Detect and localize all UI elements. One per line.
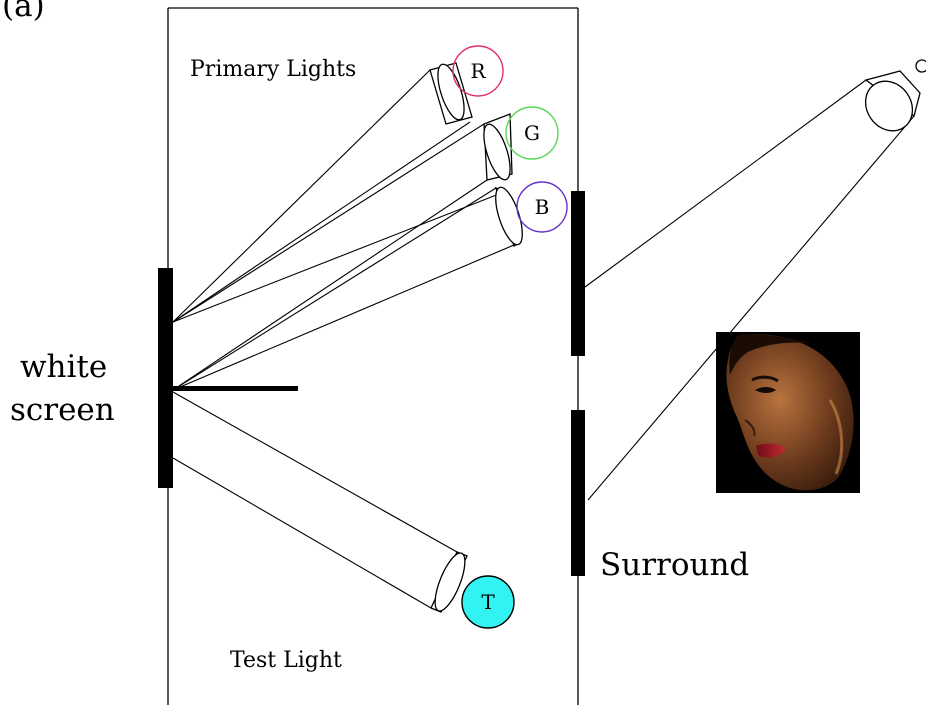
- test-light-rays: [172, 391, 458, 609]
- light-circle-b: [516, 181, 568, 233]
- lamp-g: [483, 113, 513, 181]
- observer-eye: [864, 59, 926, 132]
- light-letter-r: R: [470, 59, 486, 83]
- panel-label: (a): [2, 0, 45, 24]
- lamp-t: [430, 551, 468, 613]
- observer-photo: [716, 332, 860, 493]
- light-circle-g: [505, 106, 559, 160]
- light-circle-t: [461, 575, 515, 629]
- primary-light-rays: [172, 69, 522, 391]
- surround-top-bar: [571, 191, 585, 356]
- lamp-b: [494, 186, 523, 247]
- primary-lights-label: Primary Lights: [190, 57, 356, 82]
- occluder-bar: [173, 386, 298, 391]
- white-screen-label-line1: white: [20, 349, 107, 385]
- light-letter-b: B: [535, 195, 550, 219]
- surround-label: Surround: [600, 547, 749, 583]
- light-letter-t: T: [481, 590, 495, 614]
- surround-bottom-bar: [571, 410, 585, 576]
- lamp-r: [429, 62, 473, 125]
- viewing-rays: [584, 79, 915, 501]
- test-light-label: Test Light: [230, 648, 342, 673]
- light-circle-r: [452, 45, 504, 97]
- light-letter-g: G: [524, 121, 540, 145]
- white-screen-bar: [158, 268, 173, 488]
- white-screen-label-line2: screen: [10, 392, 115, 428]
